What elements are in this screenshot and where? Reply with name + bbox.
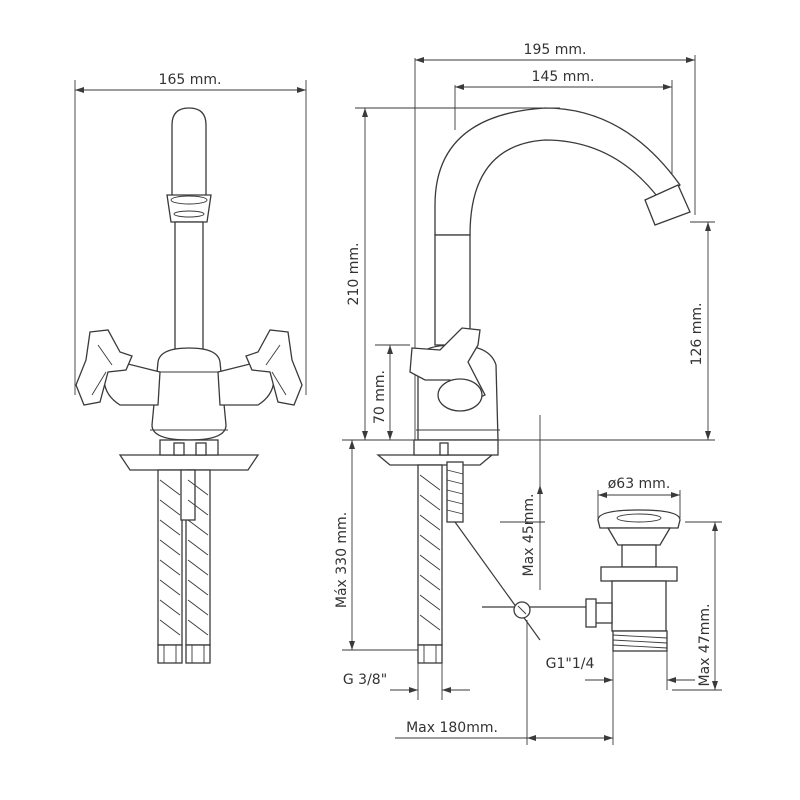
label-spout-clearance: 126 mm. (689, 303, 705, 366)
side-view (342, 55, 715, 700)
label-total-reach: 195 mm. (524, 42, 587, 58)
label-waste-height: Max 47mm. (697, 604, 713, 687)
label-waste-diameter: ø63 mm. (608, 476, 671, 492)
label-spout-reach: 145 mm. (532, 69, 595, 85)
label-waste-distance: Max 180mm. (406, 720, 498, 736)
label-hose-length: Máx 330 mm. (334, 512, 350, 608)
waste-valve (395, 490, 722, 745)
label-handle-height: 70 mm. (372, 370, 388, 424)
label-total-height: 210 mm. (346, 243, 362, 306)
label-rod-length: Max 45mm. (521, 494, 537, 577)
label-front-width: 165 mm. (159, 72, 222, 88)
label-hose-thread: G 3/8" (343, 672, 387, 688)
front-view (74, 80, 307, 664)
label-waste-thread: G1"1/4 (546, 656, 595, 672)
